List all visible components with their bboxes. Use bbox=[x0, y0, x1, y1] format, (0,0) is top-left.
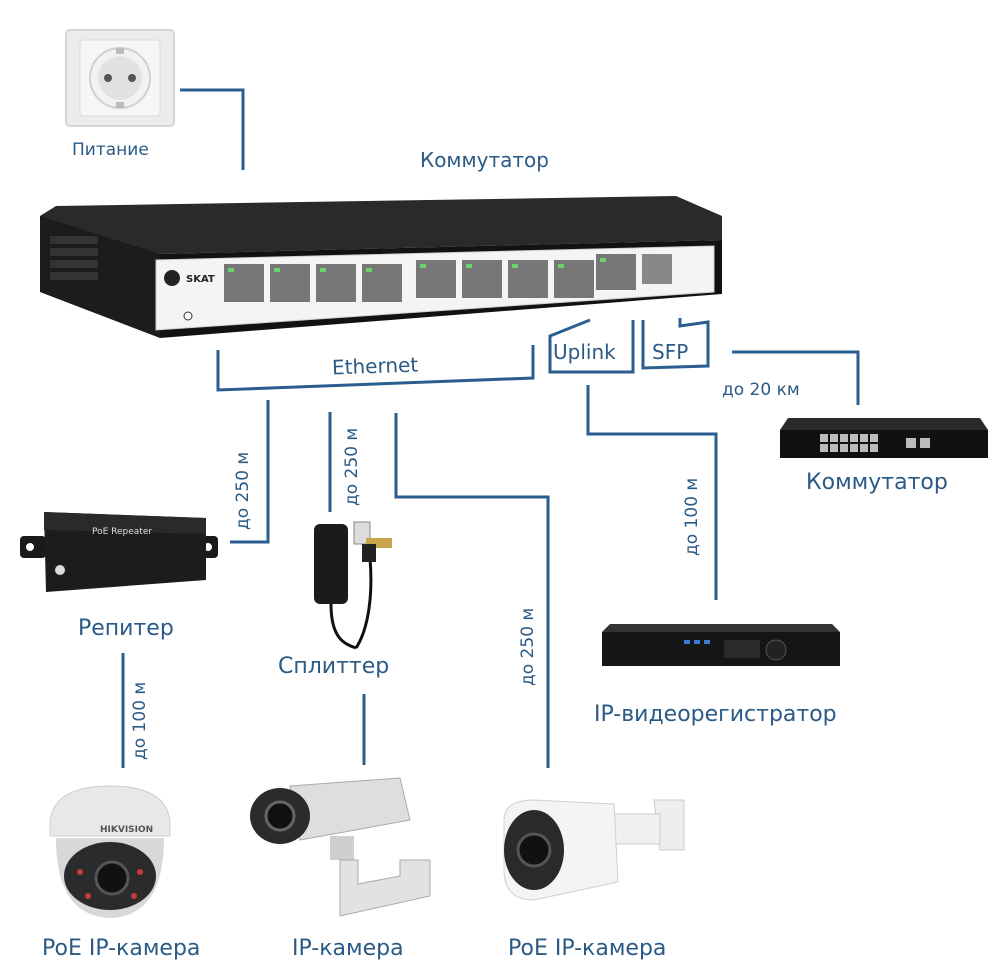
poe-repeater: PoE Repeater bbox=[20, 504, 220, 596]
uplink-bracket bbox=[548, 318, 635, 374]
uplink-label: Uplink bbox=[553, 340, 616, 364]
poe-splitter bbox=[304, 518, 400, 650]
sfp-bracket bbox=[641, 318, 710, 370]
bullet-camera-label: PoE IP-камера bbox=[508, 936, 667, 961]
ethernet-bracket bbox=[216, 345, 535, 392]
bullet-camera bbox=[484, 790, 694, 920]
distance-nvr: до 100 м bbox=[682, 477, 702, 556]
remote-switch bbox=[780, 416, 990, 462]
dome-camera: HIKVISION bbox=[40, 776, 180, 926]
sfp-to-remote-line bbox=[732, 350, 860, 405]
power-line bbox=[180, 88, 245, 170]
main-switch: SKAT bbox=[36, 188, 726, 348]
nvr-label: IP-видеорегистратор bbox=[594, 702, 837, 727]
repeater-title-text: PoE Repeater bbox=[92, 527, 152, 537]
distance-bullet: до 250 м bbox=[518, 607, 538, 686]
box-camera bbox=[250, 776, 440, 930]
switch-brand-text: SKAT bbox=[186, 274, 215, 285]
ethernet-to-repeater-line bbox=[230, 400, 270, 544]
uplink-to-nvr-line bbox=[586, 385, 718, 600]
distance-repeater: до 250 м bbox=[233, 451, 253, 530]
distance-splitter: до 250 м bbox=[342, 427, 362, 506]
camera-brand-text: HIKVISION bbox=[100, 825, 153, 835]
box-camera-label: IP-камера bbox=[292, 936, 404, 961]
switch-ports-group-1 bbox=[224, 264, 402, 302]
dome-camera-label: PoE IP-камера bbox=[42, 936, 201, 961]
ethernet-label: Ethernet bbox=[331, 352, 419, 380]
distance-dome: до 100 м bbox=[130, 681, 150, 760]
remote-switch-label: Коммутатор bbox=[806, 470, 948, 495]
splitter-label: Сплиттер bbox=[278, 654, 390, 679]
repeater-label: Репитер bbox=[78, 616, 174, 641]
power-label: Питание bbox=[72, 140, 149, 160]
power-outlet bbox=[64, 28, 176, 128]
nvr bbox=[600, 620, 842, 670]
main-switch-label: Коммутатор bbox=[420, 148, 549, 172]
ethernet-to-bullet-line bbox=[394, 413, 550, 768]
distance-remote-switch: до 20 км bbox=[722, 380, 800, 400]
sfp-label: SFP bbox=[652, 340, 689, 364]
